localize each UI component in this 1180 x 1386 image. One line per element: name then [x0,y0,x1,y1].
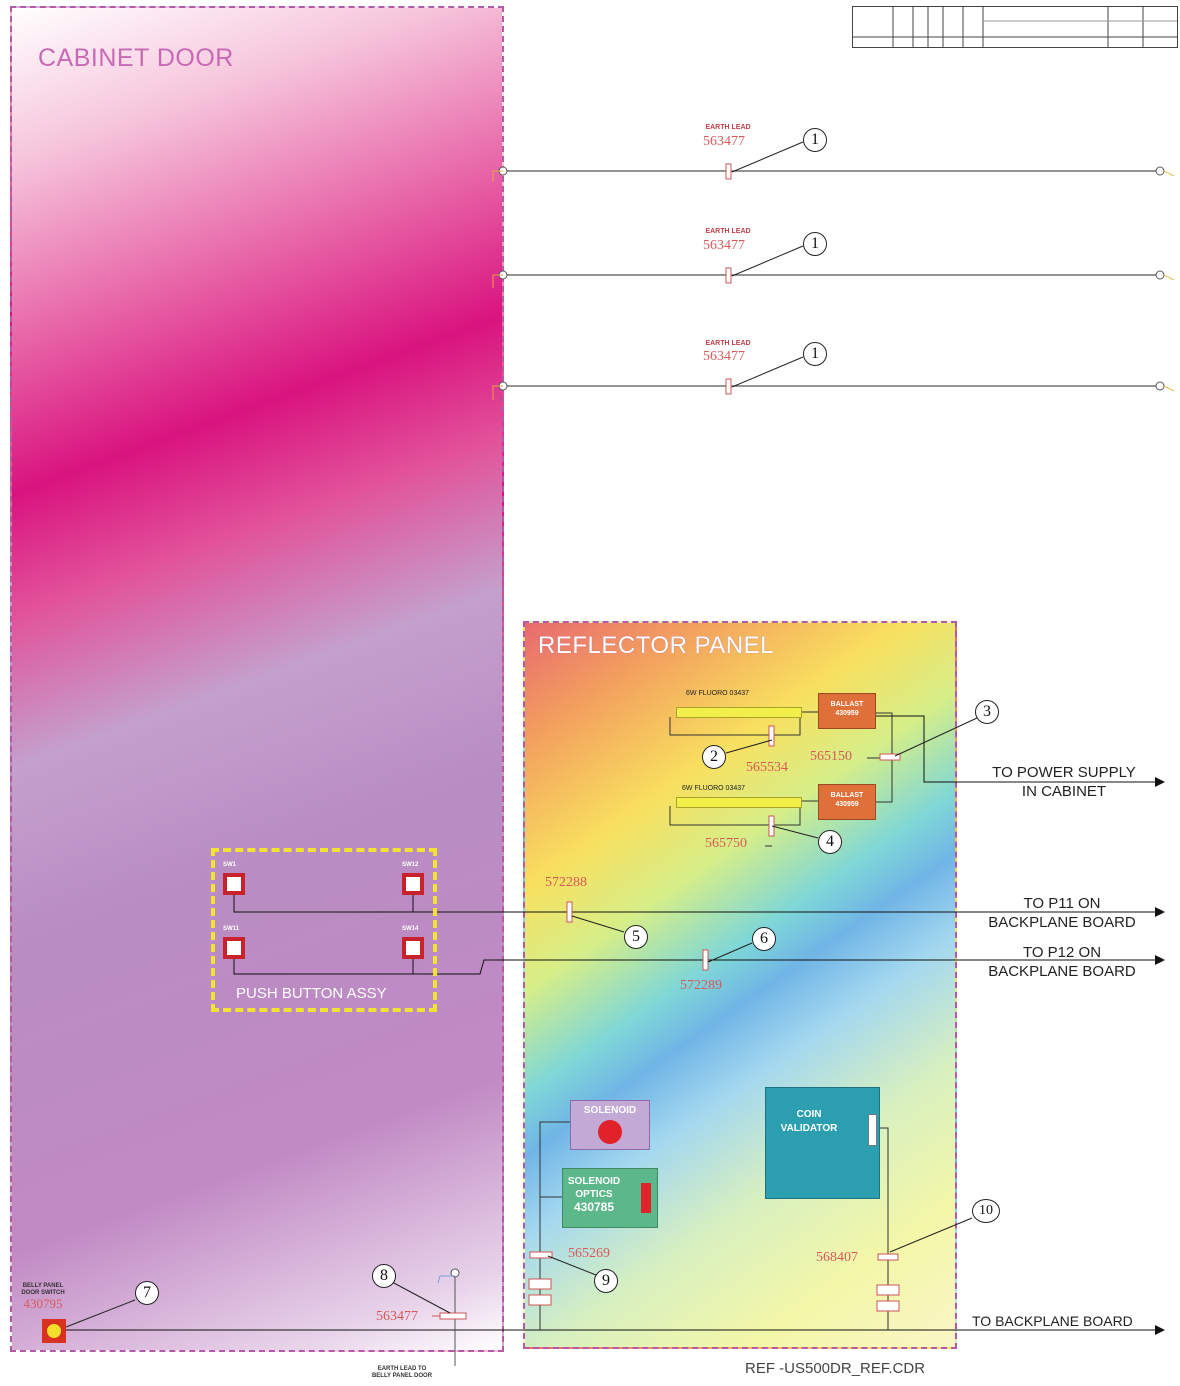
belly-earth-label: EARTH LEAD TO BELLY PANEL DOOR [352,1366,452,1380]
lamp-label-1: 6W FLUORO 03437 [686,690,750,697]
callout-1a: 1 [803,128,827,152]
dest-p12-line2: BACKPLANE BOARD [988,963,1136,980]
solenoid: SOLENOID [570,1100,650,1150]
switch-sw12-label: SW12 [402,862,419,868]
cabinet-door-panel [10,6,504,1352]
switch-sw11-label: SW11 [223,926,240,932]
fluoro-lamp-2 [676,797,802,808]
dest-p12-line1: TO P12 ON [1022,944,1102,961]
belly-earth-line2: BELLY PANEL DOOR [371,1373,433,1379]
earth-lead-wire-1 [492,141,1175,182]
title-block [852,6,1178,48]
dest-p11-line1: TO P11 ON [1023,895,1101,912]
callout-6: 6 [752,927,776,951]
solenoid-optics: SOLENOID OPTICS 430785 [562,1168,658,1228]
coin-slot-icon [868,1114,877,1146]
connector-4-part: 565750 [705,836,747,851]
dest-power-line1: TO POWER SUPPLY [992,764,1136,781]
ballast-2-part: 430959 [835,801,859,808]
coin-validator-line1: COIN [796,1109,822,1120]
connector-10-part: 568407 [816,1250,858,1265]
optics-line3: 430785 [573,1200,615,1214]
belly-switch-line2: DOOR SWITCH [21,1290,65,1296]
fluoro-lamp-1 [676,707,802,718]
earth-lead-wire-2 [492,245,1175,288]
earth-lead-label-2: EARTH LEAD [705,228,751,235]
switch-sw14-label: SW14 [402,926,419,932]
connector-5-part: 572288 [545,875,587,890]
optics-sensor-icon [641,1183,651,1213]
lower-wiring [62,1121,1165,1366]
callout-1b: 1 [803,232,827,256]
file-reference: REF -US500DR_REF.CDR [745,1360,926,1377]
callout-8: 8 [372,1264,396,1288]
callout-4: 4 [818,830,842,854]
belly-door-switch[interactable] [42,1319,66,1343]
ballast-1-part: 430959 [835,710,859,717]
push-button-assy [211,848,437,1012]
push-button-wiring [233,895,1165,975]
belly-earth-line1: EARTH LEAD TO [377,1366,427,1372]
dest-p11: TO P11 ON BACKPLANE BOARD [972,894,1152,932]
dest-backplane: TO BACKPLANE BOARD [972,1313,1133,1329]
switch-sw1-label: SW1 [223,862,237,868]
optics-line2: OPTICS [575,1189,613,1200]
callout-9: 9 [594,1269,618,1293]
belly-switch-label: BELLY PANEL DOOR SWITCH 430795 [20,1283,66,1311]
callout-7: 7 [135,1281,159,1305]
lamp-wiring [669,711,1165,847]
connector-3-part: 565150 [810,749,852,764]
solenoid-label: SOLENOID [583,1105,637,1116]
ballast-1: BALLAST 430959 [818,693,876,729]
earth-lead-part-3: 563477 [703,349,745,364]
callout-1c: 1 [803,342,827,366]
callout-3: 3 [975,700,999,724]
ballast-2-label: BALLAST [830,792,864,799]
callout-2: 2 [702,745,726,769]
reflector-panel-title: REFLECTOR PANEL [538,632,775,659]
dest-power-line2: IN CABINET [1021,783,1107,800]
connector-9-part: 565269 [568,1246,610,1261]
connector-8-part: 563477 [376,1309,418,1324]
connector-2-part: 565534 [746,760,788,775]
switch-sw1[interactable] [223,873,245,895]
ballast-2: BALLAST 430959 [818,784,876,820]
ballast-1-label: BALLAST [830,701,864,708]
callout-10: 10 [972,1199,1000,1223]
coin-validator-line2: VALIDATOR [780,1123,838,1134]
coin-validator: COIN VALIDATOR [765,1087,880,1199]
switch-sw11[interactable] [223,937,245,959]
callout-5: 5 [624,925,648,949]
belly-switch-line1: BELLY PANEL [22,1283,64,1289]
switch-lamp-icon [47,1324,61,1338]
switch-sw14[interactable] [402,937,424,959]
title-block-grid [853,7,1177,47]
earth-lead-part-1: 563477 [703,134,745,149]
earth-lead-label-1: EARTH LEAD [705,124,751,131]
connector-6-part: 572289 [680,978,722,993]
belly-switch-part: 430795 [23,1296,63,1311]
cabinet-door-title: CABINET DOOR [38,44,234,72]
lamp-label-2: 6W FLUORO 03437 [682,785,746,792]
dest-power-supply: TO POWER SUPPLY IN CABINET [976,763,1152,801]
earth-lead-label-3: EARTH LEAD [705,340,751,347]
dest-p12: TO P12 ON BACKPLANE BOARD [972,943,1152,981]
push-button-assy-label: PUSH BUTTON ASSY [236,985,387,1002]
switch-sw12[interactable] [402,873,424,895]
earth-lead-wire-3 [492,356,1175,400]
optics-line1: SOLENOID [567,1176,621,1187]
dest-p11-line2: BACKPLANE BOARD [988,914,1136,931]
solenoid-icon [598,1120,622,1144]
earth-lead-part-2: 563477 [703,238,745,253]
